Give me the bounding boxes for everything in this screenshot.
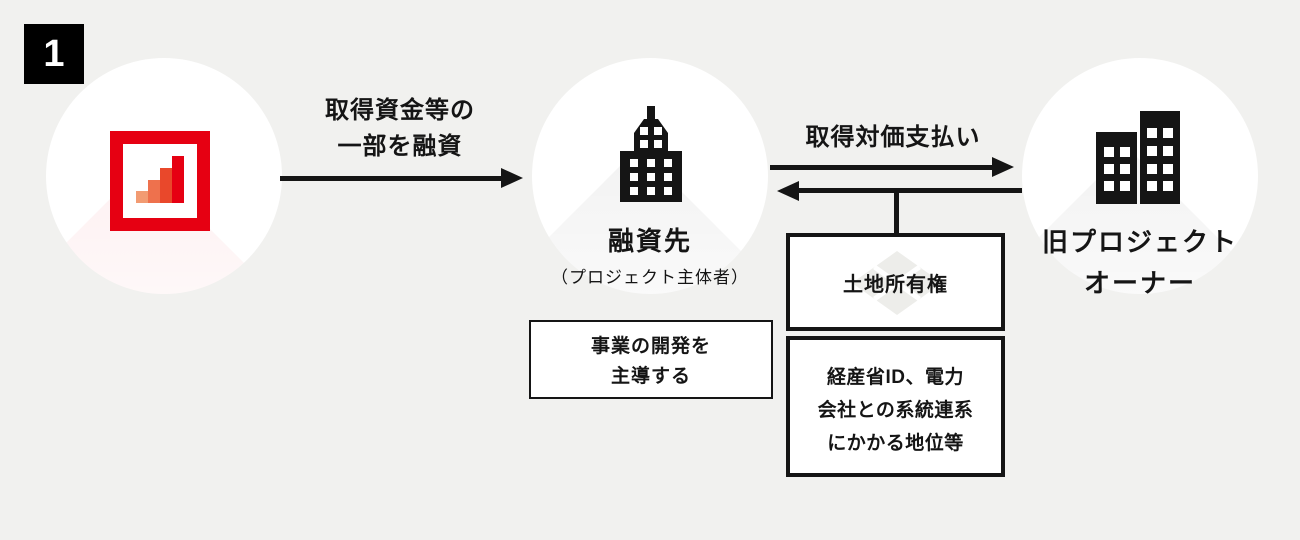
logo-bar-4 xyxy=(172,156,184,203)
rights-box-line2: 会社との系統連系 xyxy=(817,400,974,421)
transfer-arrow-shaft xyxy=(798,188,1022,193)
logo-bar-2 xyxy=(148,180,160,203)
loan-arrow-label: 取得資金等の 一部を融資 xyxy=(285,93,515,165)
transfer-connector-line xyxy=(894,191,899,235)
payment-arrow-label: 取得対価支払い xyxy=(805,124,981,151)
land-box: 土地所有権 xyxy=(786,233,1005,331)
loan-arrow-label-line1: 取得資金等の xyxy=(325,97,475,124)
logo-bar-3 xyxy=(160,168,172,203)
loan-arrow-head-right-icon xyxy=(501,168,523,188)
old-owner-title: 旧プロジェクト オーナー xyxy=(1020,222,1260,304)
twin-buildings-icon xyxy=(1096,111,1180,209)
transfer-arrow-head-left-icon xyxy=(777,181,799,201)
logo-bar-1 xyxy=(136,191,148,203)
step-number-badge: 1 xyxy=(24,24,84,84)
building-icon xyxy=(620,105,682,208)
borrower-title: 融資先 xyxy=(607,226,692,256)
rights-box-line3: にかかる地位等 xyxy=(827,433,964,454)
loan-arrow-shaft xyxy=(280,176,506,181)
step-number: 1 xyxy=(43,32,65,75)
land-parcel-icon xyxy=(852,251,942,315)
old-owner-title-line1: 旧プロジェクト xyxy=(1041,227,1238,257)
role-box: 事業の開発を 主導する xyxy=(529,320,773,399)
payment-arrow-head-right-icon xyxy=(992,157,1014,177)
old-owner-title-line2: オーナー xyxy=(1083,268,1196,298)
payment-arrow-shaft xyxy=(770,165,994,170)
role-box-line1: 事業の開発を xyxy=(590,336,711,357)
rights-box-line1: 経産省ID、電力 xyxy=(826,367,964,388)
land-box-label: 土地所有権 xyxy=(843,273,948,296)
role-box-line2: 主導する xyxy=(610,366,691,387)
bar-chart-logo-icon xyxy=(110,131,210,231)
rights-box: 経産省ID、電力 会社との系統連系 にかかる地位等 xyxy=(786,336,1005,477)
loan-arrow-label-line2: 一部を融資 xyxy=(337,133,463,160)
borrower-subtitle: （プロジェクト主体者） xyxy=(551,268,749,287)
